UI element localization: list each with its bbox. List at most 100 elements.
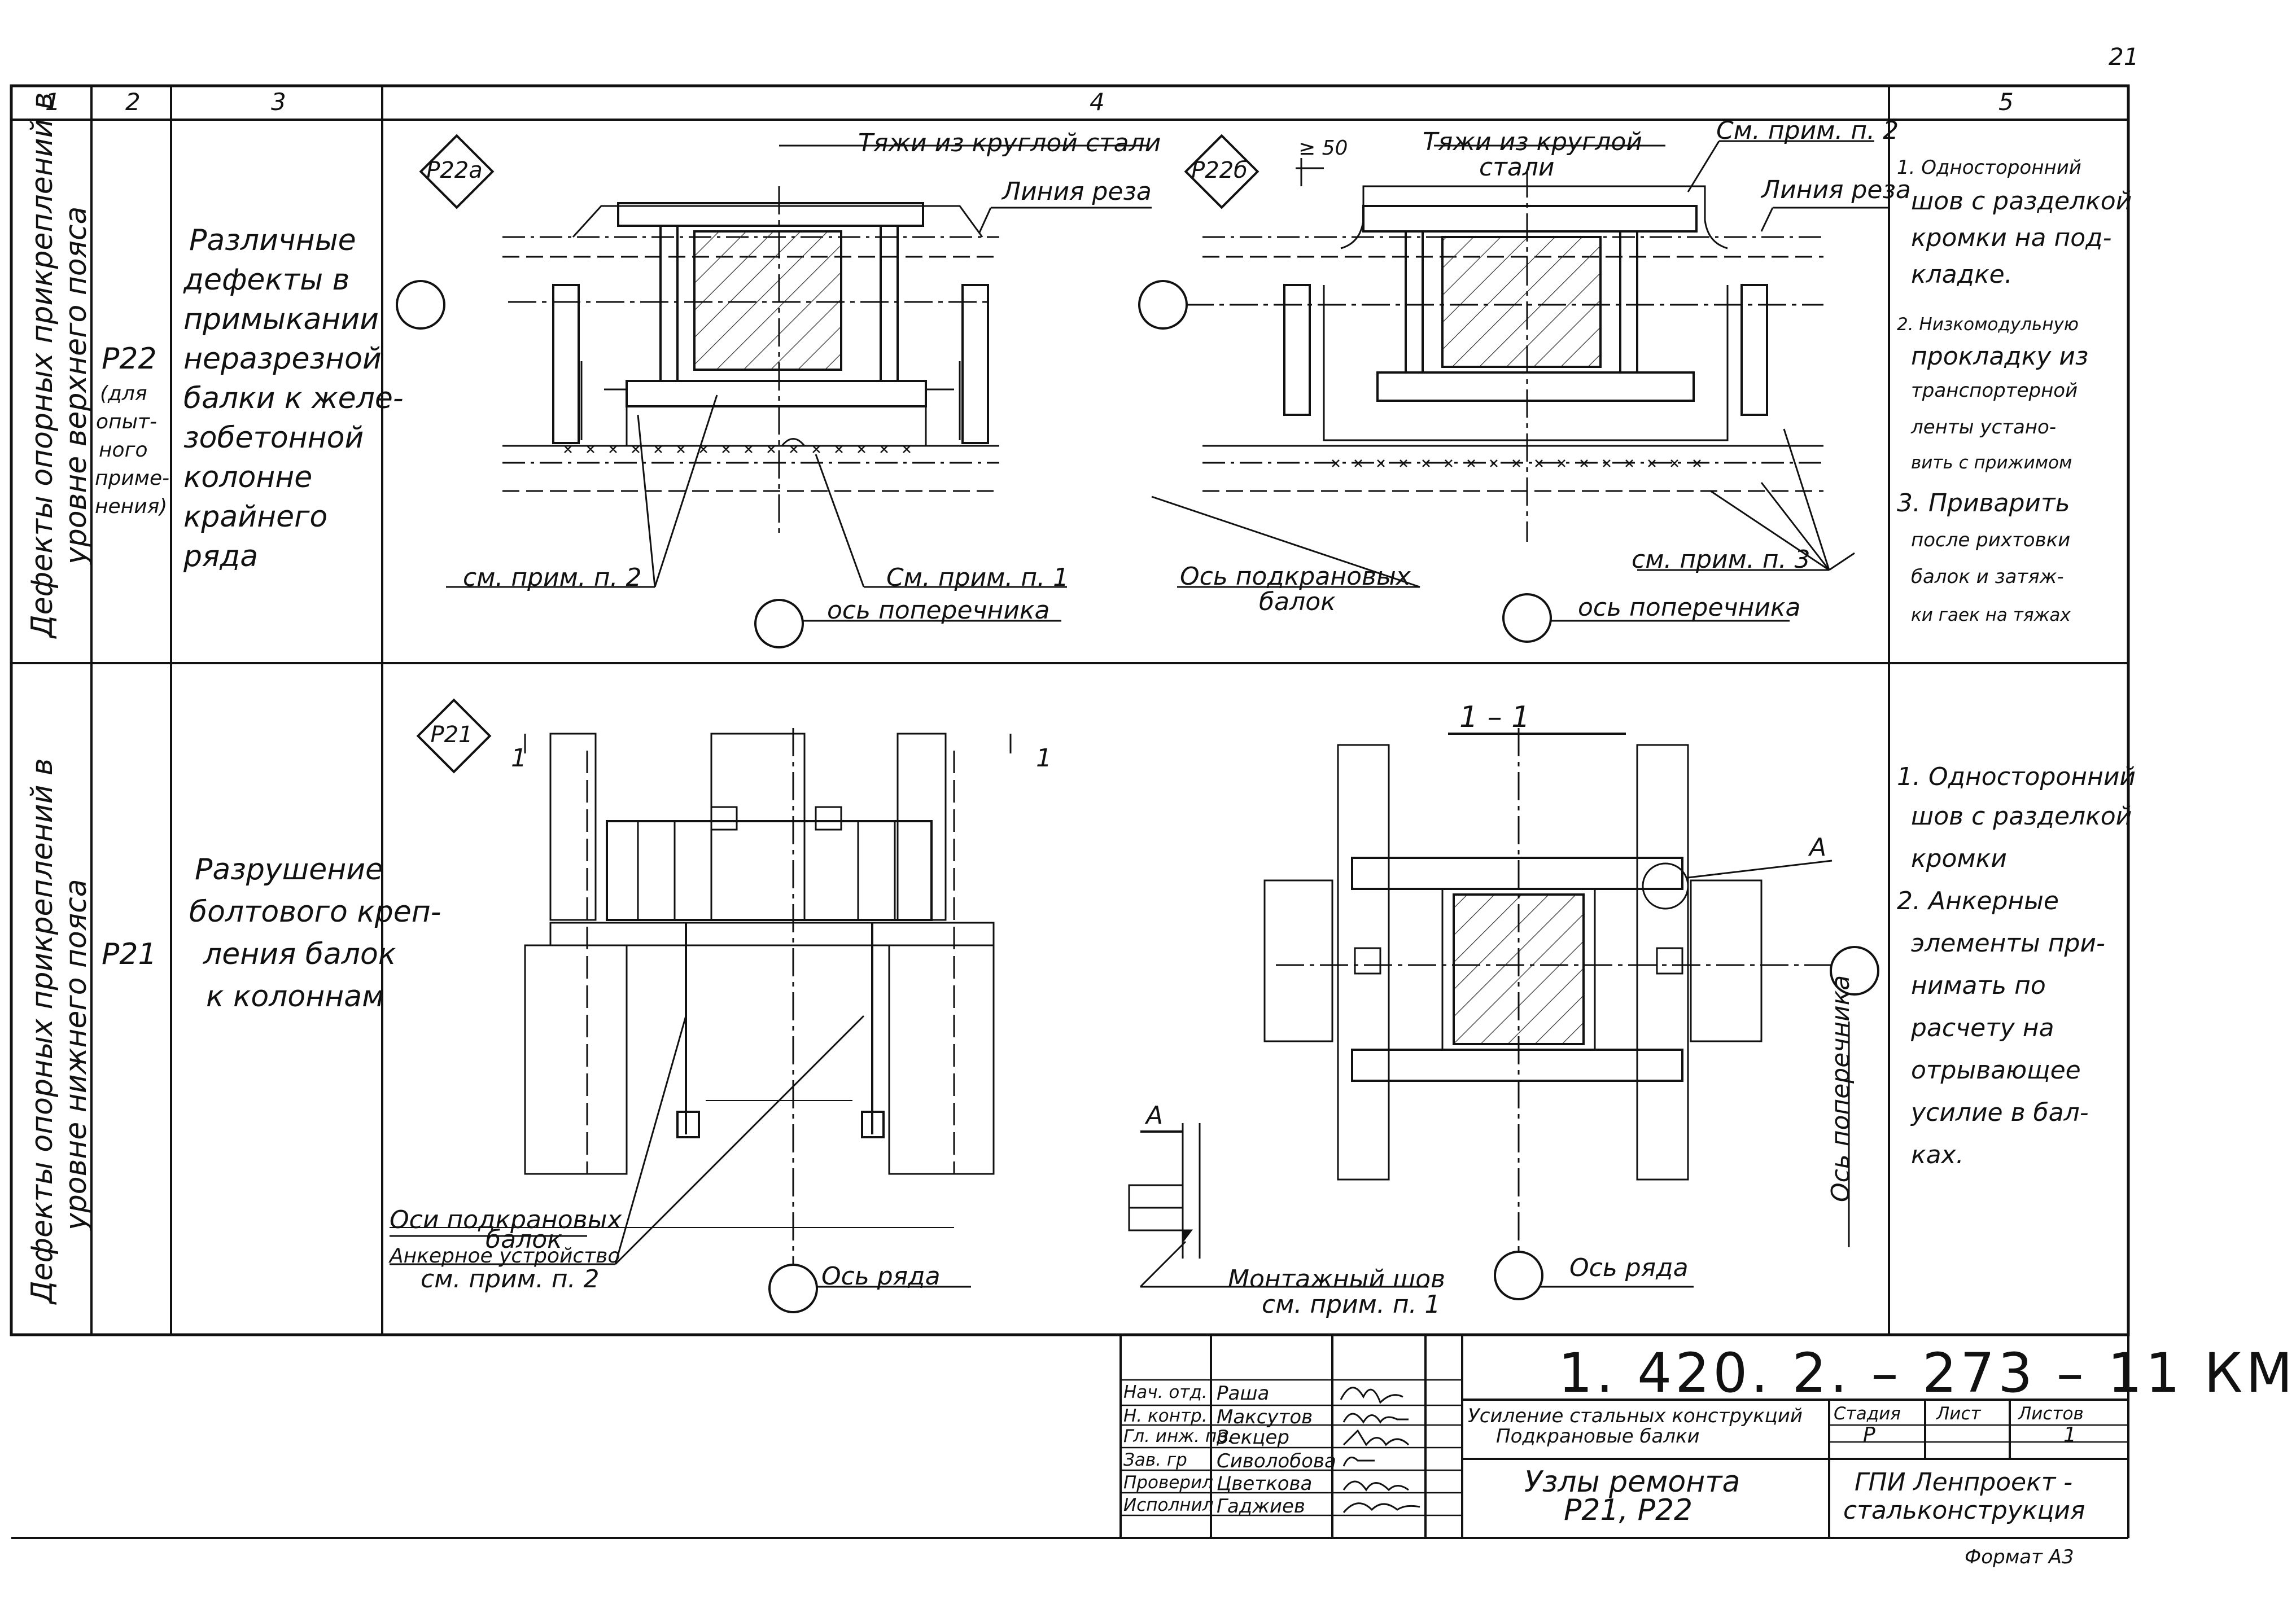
rods-label-b-1: Тяжи из круглой xyxy=(1423,128,1642,156)
note-line: после рихтовки xyxy=(1911,529,2071,551)
desc-line: зобетонной xyxy=(183,421,364,455)
row-group-upper-line2: уровне верхнего пояса xyxy=(59,206,93,564)
axis-bubble-p21-bottom xyxy=(768,1264,818,1313)
paper-format: Формат А3 xyxy=(1965,1546,2074,1568)
role-label: Гл. инж. пр. xyxy=(1123,1426,1234,1446)
row-group-upper-line1: Дефекты опорных прикреплений в xyxy=(25,92,59,638)
organization-line-1: ГПИ Ленпроект - xyxy=(1855,1468,2073,1497)
note-line: расчету на xyxy=(1911,1014,2054,1042)
column-header-2: 2 xyxy=(125,88,141,116)
document-code: 1. 420. 2. – 273 – 11 КМ xyxy=(1558,1342,2296,1405)
note-line: вить с прижимом xyxy=(1911,453,2072,473)
row-group-lower-line1: Дефекты опорных прикреплений в xyxy=(25,758,59,1304)
axis-bubble-section-right xyxy=(1830,946,1879,996)
axis-beams-label-p21-1: Оси подкрановых xyxy=(390,1205,622,1234)
axis-cross-label-b: ось поперечника xyxy=(1578,593,1801,622)
note2-label-p21: см. прим. п. 2 xyxy=(421,1265,600,1294)
rods-label-b-2: стали xyxy=(1479,153,1555,182)
p22b-detail xyxy=(1151,140,1888,622)
axis-beams-label-2: балок xyxy=(1259,588,1336,616)
cut-line-label-b: Линия реза xyxy=(1761,176,1911,204)
note-line: прокладку из xyxy=(1911,342,2089,371)
axis-bubble-p22b-bottom xyxy=(1502,593,1552,643)
note-line: ленты устано- xyxy=(1911,416,2057,439)
note-line: кромки на под- xyxy=(1911,223,2112,252)
section-cut-mark-left: 1 xyxy=(511,744,527,773)
note-line: кладке. xyxy=(1911,260,2013,289)
sheet-title-line-2: Р21, Р22 xyxy=(1564,1493,1693,1527)
title-block-grid xyxy=(11,1335,2129,1539)
signer-name: Раша xyxy=(1217,1382,1270,1405)
detail-tag-p22a: Р22а xyxy=(419,134,495,209)
note-line: ках. xyxy=(1911,1141,1964,1169)
axis-bubble-p22a-left xyxy=(396,280,445,330)
desc-line: ления балок xyxy=(203,937,396,971)
note-line: балок и затяж- xyxy=(1911,565,2064,588)
gap-dimension: ≥ 50 xyxy=(1298,137,1348,160)
note1-label-p21: см. прим. п. 1 xyxy=(1262,1290,1441,1319)
cut-line-label-a: Линия реза xyxy=(1002,177,1152,206)
axis-bubble-section-bottom xyxy=(1494,1251,1543,1300)
signer-name: Гаджиев xyxy=(1217,1495,1305,1518)
detail-a-title: А xyxy=(1146,1101,1164,1130)
detail-a xyxy=(1128,1123,1428,1288)
rods-label-a: Тяжи из круглой стали xyxy=(858,129,1161,157)
site-weld-label: Монтажный шов xyxy=(1228,1265,1446,1294)
desc-line: болтового креп- xyxy=(189,895,441,929)
sheet-title-line-1: Узлы ремонта xyxy=(1524,1465,1740,1499)
desc-line: к колоннам xyxy=(206,980,384,1014)
role-label: Зав. гр xyxy=(1123,1450,1187,1470)
section-1-1 xyxy=(1263,728,1852,1288)
axis-row-label-b: Ось ряда xyxy=(1569,1253,1689,1282)
signer-name: Сиволобова xyxy=(1217,1450,1336,1472)
column-header-1: 1 xyxy=(45,88,60,116)
axis-beams-label-1: Ось подкрановых xyxy=(1180,562,1411,591)
anchor-device-label: Анкерное устройство xyxy=(390,1244,620,1268)
note-line: нимать по xyxy=(1911,971,2046,1000)
desc-line: балки к желе- xyxy=(183,382,404,415)
note-line: кромки xyxy=(1911,844,2007,873)
signer-name: Максутов xyxy=(1217,1406,1313,1428)
p21-detail xyxy=(390,728,1012,1288)
note2-label-b: См. прим. п. 2 xyxy=(1716,116,1899,145)
section-title: 1 – 1 xyxy=(1459,700,1530,734)
role-label: Проверил xyxy=(1123,1472,1213,1493)
note-line: шов с разделкой xyxy=(1911,802,2132,831)
row-code-p21: Р21 xyxy=(102,937,157,971)
p22a-detail xyxy=(446,144,1152,622)
stage-value: Р xyxy=(1863,1423,1875,1446)
note-line: шов с разделкой xyxy=(1911,187,2132,216)
axis-beams-label-p21-2: балок xyxy=(486,1225,562,1254)
detail-a-marker: А xyxy=(1809,833,1827,862)
detail-tag-p22b: Р22б xyxy=(1184,134,1259,209)
sheets-header: Листов xyxy=(2018,1404,2084,1424)
sheet-header: Лист xyxy=(1936,1404,1981,1424)
note3-label: см. прим. п. 3 xyxy=(1632,545,1810,574)
column-header-4: 4 xyxy=(1090,88,1105,116)
row-code-note: приме- xyxy=(95,467,170,490)
signer-name: Зекцер xyxy=(1217,1426,1289,1449)
page-number: 21 xyxy=(2109,43,2139,71)
desc-line: примыкании xyxy=(183,303,379,336)
desc-line: ряда xyxy=(183,540,259,573)
role-label: Нач. отд. xyxy=(1123,1382,1208,1402)
note-line: 2. Низкомодульную xyxy=(1897,314,2079,335)
organization-line-2: стальконструкция xyxy=(1843,1496,2085,1525)
axis-cross-label-section: Ось поперечника xyxy=(1826,975,1855,1202)
axis-bubble-p22b-left xyxy=(1138,280,1188,330)
desc-line: Различные xyxy=(189,223,356,257)
axis-row-label-a: Ось ряда xyxy=(821,1262,941,1291)
column-header-5: 5 xyxy=(1998,88,2014,116)
sheets-value: 1 xyxy=(2063,1423,2076,1446)
section-cut-mark-right: 1 xyxy=(1036,744,1052,773)
note-line: 1. Односторонний xyxy=(1897,156,2081,179)
row-code-p22: Р22 xyxy=(102,342,157,376)
note2-label-a: см. прим. п. 2 xyxy=(463,563,642,592)
row-group-lower-line2: уровне нижнего пояса xyxy=(59,879,93,1230)
stage-header: Стадия xyxy=(1834,1404,1901,1424)
desc-line: неразрезной xyxy=(183,342,382,376)
desc-line: колонне xyxy=(183,461,313,494)
role-label: Исполнил xyxy=(1123,1495,1214,1515)
